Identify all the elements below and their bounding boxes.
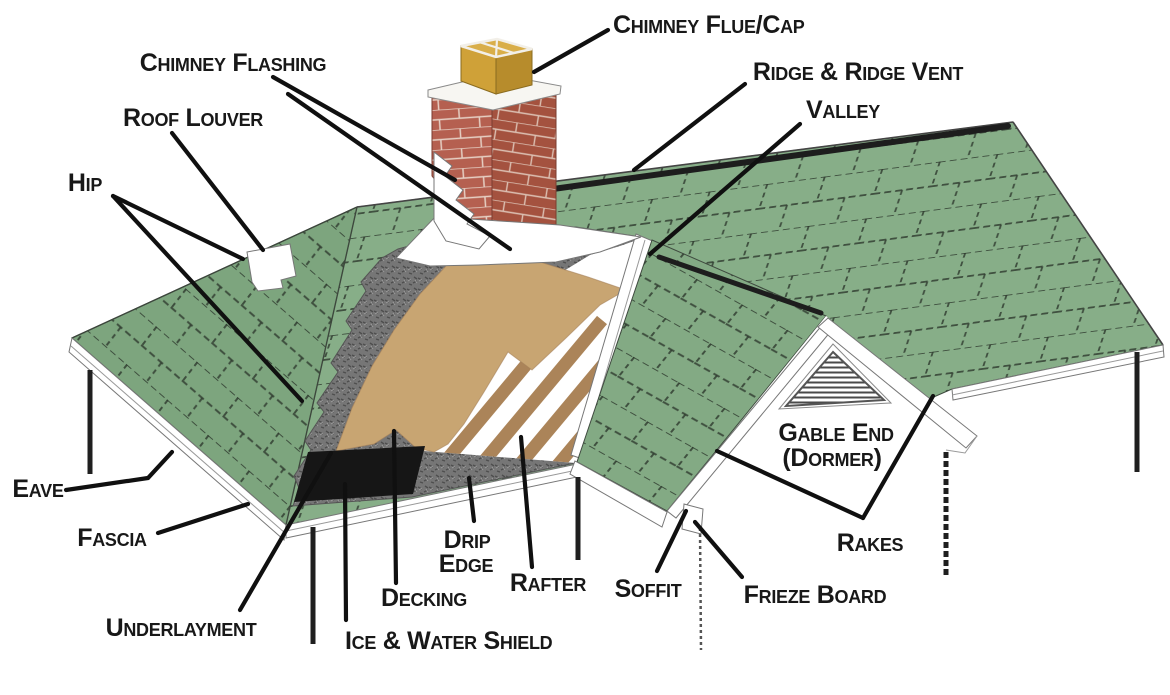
label-chimney-flue-cap: Chimney Flue/Cap xyxy=(613,11,805,39)
label-eave: Eave xyxy=(12,475,63,503)
hip-leader-line xyxy=(110,193,305,404)
hip-edge-upper xyxy=(71,206,358,339)
eave-fascia-bands xyxy=(68,337,1165,541)
rake-overhang-notch xyxy=(945,435,978,454)
wall-corner-posts xyxy=(87,352,1140,644)
gable-wall xyxy=(667,316,1004,560)
soffit-leader-line xyxy=(654,508,689,574)
gable-louver-vent xyxy=(783,350,887,408)
main-rake-edge xyxy=(1012,121,1164,346)
roof-louver-vent xyxy=(246,243,297,292)
label-chimney-flashing: Chimney Flashing xyxy=(140,49,326,77)
ice-water-shield-leader-line xyxy=(342,481,349,623)
roof-louver-leader-line xyxy=(169,130,266,253)
label-soffit: Soffit xyxy=(615,575,682,603)
drip-edge-leader-line xyxy=(466,475,477,524)
gable-louver-trim xyxy=(777,343,893,410)
dormer-wall-corner-line xyxy=(698,527,703,651)
label-underlayment: Underlayment xyxy=(106,614,257,642)
ice-water-shield-area xyxy=(294,446,425,502)
ridge-ridge-vent-leader-line xyxy=(631,81,748,173)
label-decking: Decking xyxy=(381,584,467,612)
chimney-flashing-leader-line xyxy=(285,91,513,252)
chimney-flashing-leader-line xyxy=(270,74,458,183)
ridge-vent-stripe xyxy=(550,123,1011,192)
label-fascia: Fascia xyxy=(77,524,147,552)
drip-edge-line-front xyxy=(285,469,578,532)
dormer-ridge-line xyxy=(656,254,824,316)
hip-leader-line xyxy=(110,193,246,262)
underlayment-leader-line xyxy=(237,450,334,613)
chimney-flue-cap-leader-line xyxy=(531,27,611,75)
label-rafter: Rafter xyxy=(510,569,587,597)
label-hip: Hip xyxy=(68,169,102,197)
dormer-rake-band-right xyxy=(817,317,978,449)
fascia-leader-line xyxy=(155,501,251,536)
label-gable-end-dormer-line1: Gable End xyxy=(778,419,894,447)
label-valley: Valley xyxy=(806,96,880,124)
frieze-board-leader-line xyxy=(692,519,745,580)
fascia-line-left xyxy=(70,345,286,534)
flue-cross-ribs xyxy=(478,38,515,58)
label-ice-water-shield: Ice & Water Shield xyxy=(345,627,553,655)
rakes-leader-line xyxy=(714,448,866,521)
rafter-leader-line xyxy=(518,434,535,570)
fascia-line-right xyxy=(951,350,1164,396)
label-drip-edge-line1: Drip xyxy=(444,526,491,554)
label-drip-edge-line2: Edge xyxy=(439,550,494,578)
valley-leader-line xyxy=(647,121,803,257)
chimney xyxy=(395,37,642,267)
decking-leader-line xyxy=(391,428,399,586)
rakes-leader-line xyxy=(860,393,936,521)
dormer-eave-band xyxy=(569,460,668,528)
label-frieze-board: Frieze Board xyxy=(744,581,887,609)
eave-leader-line xyxy=(63,449,175,493)
label-rakes: Rakes xyxy=(837,529,904,557)
label-roof-louver: Roof Louver xyxy=(123,104,263,132)
label-gable-end-dormer-line2: (Dormer) xyxy=(782,444,881,472)
label-ridge-ridge-vent: Ridge & Ridge Vent xyxy=(753,58,964,86)
